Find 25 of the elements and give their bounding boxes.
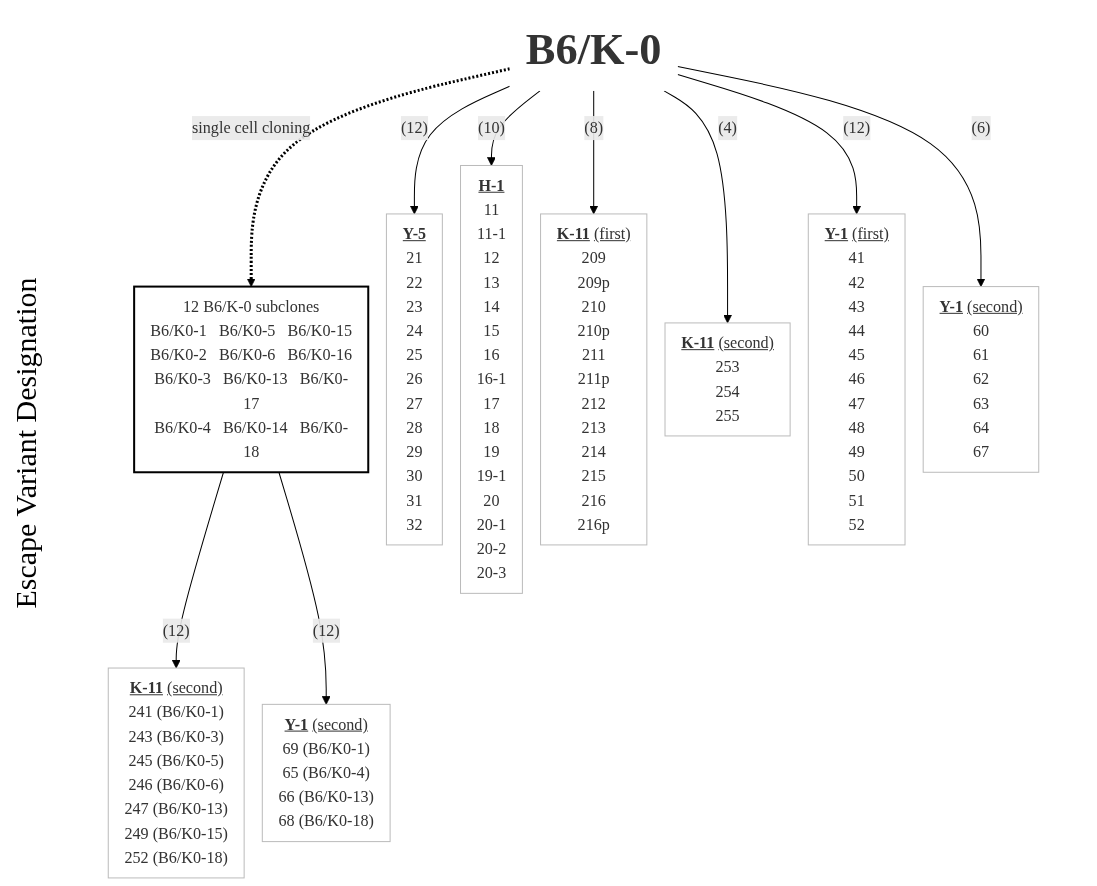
node-box: K-11 (second) 241 (B6/K0-1) 243 (B6/K0-3) 245 (B6/K0-5) 246 (B6/K0-6) 247 (B6/K0-13) 249 (B6/K0-15) 252 (B6/K0-18) [107, 667, 245, 879]
arrow [677, 66, 986, 287]
side-label: Escape Variant Designation [8, 277, 42, 609]
edge-label: (8) [584, 119, 604, 137]
arrow [677, 74, 862, 215]
edge-label: (12) [162, 621, 190, 639]
edge-label: single cell cloning [192, 119, 311, 137]
arrow [409, 85, 511, 215]
edge-label: (4) [718, 119, 737, 137]
arrow [663, 90, 732, 324]
arrow [246, 67, 511, 287]
edge-label: (6) [971, 119, 991, 137]
node-box: 12 B6/K-0 subclones B6/K0-1 B6/K0-5 B6/K0-15 B6/K0-2 B6/K0-6 B6/K0-16 B6/K0-3 B6/K0-13 B6/K0-17 B6/K0-4 B6/K0-14 B6/K0-18 [133, 285, 370, 474]
node-text: B6/K-0 [525, 24, 662, 74]
node-box: Y-1 (second) 60 61 62 63 64 67 [922, 286, 1040, 473]
node-box: H-1 11 11-1 12 13 14 15 16 16-1 17 18 19 19-1 20 20-1 20-2 20-3 [460, 165, 523, 594]
node-box: Y-1 (second) 69 (B6/K0-1) 65 (B6/K0-4) 66 (B6/K0-13) 68 (B6/K0-18) [261, 703, 391, 843]
edge-label: (10) [478, 119, 505, 137]
node-box: K-11 (first) 209 209p 210 210p 211 211p 212 213 214 215 216 216p [540, 213, 648, 546]
edge-label: (12) [843, 119, 871, 137]
node-box: Y-1 (first) 41 42 43 44 45 46 47 48 49 50 51 52 [807, 213, 906, 546]
edge-label: (12) [312, 621, 340, 639]
node-box: Y-5 21 22 23 24 25 26 27 28 29 30 31 32 [385, 213, 443, 546]
edge-label: (12) [400, 119, 428, 137]
node-box: K-11 (second) 253 254 255 [664, 322, 791, 437]
